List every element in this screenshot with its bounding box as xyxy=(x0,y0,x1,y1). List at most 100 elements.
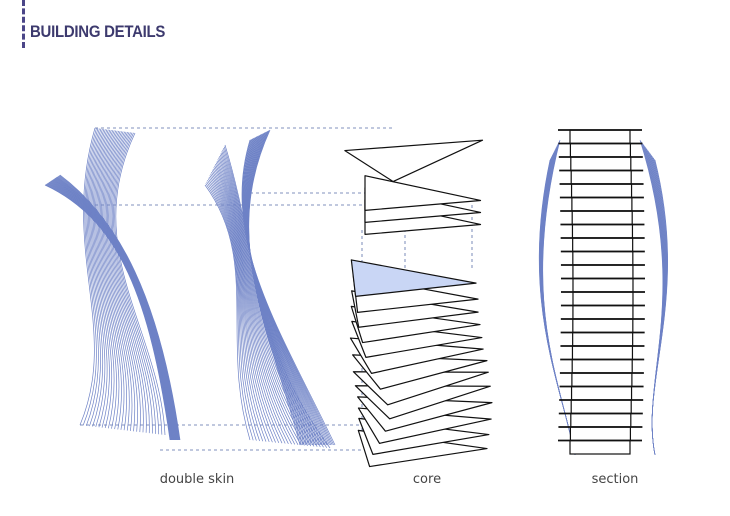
skin-curve xyxy=(105,131,141,433)
skin-curve xyxy=(222,149,321,448)
skin-curve xyxy=(111,132,156,434)
section-floor xyxy=(571,196,633,212)
section-floor xyxy=(572,318,634,334)
skin-curve xyxy=(107,131,144,433)
skin-curve xyxy=(223,146,328,448)
skin-curve xyxy=(217,159,302,446)
skin-curve xyxy=(79,127,96,426)
inner-skin-drawing xyxy=(204,129,336,449)
section-floor xyxy=(571,372,633,388)
section-floor xyxy=(571,345,634,361)
section-floor xyxy=(570,156,632,172)
skin-curve xyxy=(104,131,138,432)
skin-curve xyxy=(206,181,257,441)
floor-plate xyxy=(364,175,482,211)
section-floor xyxy=(572,264,634,280)
section-floor xyxy=(572,304,634,320)
skin-curve xyxy=(99,130,128,431)
skin-curve xyxy=(224,144,331,449)
skin-curve xyxy=(223,148,324,448)
section-floor xyxy=(572,291,634,307)
skin-curve xyxy=(207,178,264,442)
label-double-skin: double skin xyxy=(159,472,235,487)
skin-curve xyxy=(85,128,99,426)
outer-skin-drawing xyxy=(44,127,181,441)
skin-curve xyxy=(214,165,289,445)
skin-curve xyxy=(55,177,178,441)
skin-curve xyxy=(210,173,273,443)
skin-curve xyxy=(221,151,318,447)
title-accent-bar xyxy=(22,0,29,48)
section-floor xyxy=(570,169,632,185)
skin-curve xyxy=(82,128,97,426)
page-title: BUILDING DETAILS xyxy=(30,22,166,41)
skin-curve xyxy=(49,181,174,441)
skin-curve xyxy=(207,180,260,442)
skin-curve xyxy=(115,132,166,436)
skin-curve xyxy=(211,170,280,444)
skin-curve xyxy=(218,157,305,446)
section-floor xyxy=(569,129,631,145)
section-floor xyxy=(572,250,634,266)
section-drawing xyxy=(538,129,669,456)
skin-curve xyxy=(101,130,130,431)
skin-curve xyxy=(241,139,336,446)
skin-curve xyxy=(209,175,270,443)
section-floor xyxy=(570,385,633,401)
section-floor xyxy=(570,183,633,199)
label-core: core xyxy=(412,472,442,487)
skin-curve xyxy=(216,160,299,445)
skin-curve xyxy=(212,168,283,444)
skin-curve xyxy=(213,167,286,444)
skin-curve xyxy=(103,131,136,432)
skin-curve xyxy=(48,182,173,441)
skin-curve xyxy=(208,176,267,442)
label-section: section xyxy=(591,472,639,487)
section-floor xyxy=(569,439,631,455)
section-floor xyxy=(572,237,634,253)
floor-plate xyxy=(344,139,484,183)
skin-curve xyxy=(86,128,101,427)
section-floor xyxy=(570,399,632,415)
section-floor xyxy=(569,142,632,158)
section-floor xyxy=(571,358,633,374)
skin-curve xyxy=(205,183,254,441)
skin-curve xyxy=(56,176,179,441)
skin-curve xyxy=(102,130,133,431)
core-drawing xyxy=(344,139,493,468)
section-floor xyxy=(571,223,634,239)
skin-curve xyxy=(98,130,125,430)
skin-curve xyxy=(57,176,179,441)
skin-curve xyxy=(89,128,106,427)
skin-curve xyxy=(93,129,115,429)
skin-curve xyxy=(211,172,276,443)
floor-plate xyxy=(350,259,477,297)
skin-curve xyxy=(219,154,312,447)
skin-curve xyxy=(58,175,180,441)
skin-curve xyxy=(215,162,296,445)
skin-curve xyxy=(97,130,122,430)
skin-curve xyxy=(95,129,117,429)
skin-curve xyxy=(108,131,147,433)
section-floor xyxy=(569,426,632,442)
skin-curve xyxy=(109,131,150,434)
skin-curve xyxy=(91,129,110,428)
skin-curve xyxy=(87,128,104,427)
skin-curve xyxy=(215,164,292,445)
skin-curve xyxy=(204,184,251,441)
skin-curve xyxy=(92,129,113,429)
section-floor xyxy=(570,412,632,428)
section-floor xyxy=(572,277,634,293)
section-skin-curve xyxy=(651,159,669,456)
skin-curve xyxy=(90,129,108,428)
section-skin-curve xyxy=(538,159,576,456)
section-floor xyxy=(571,210,633,226)
skin-curve xyxy=(113,132,160,435)
skin-curve xyxy=(220,152,315,447)
skin-curve xyxy=(96,129,120,430)
section-floor xyxy=(572,331,634,347)
skin-curve xyxy=(59,174,181,441)
skin-curve xyxy=(114,132,163,435)
skin-curve xyxy=(110,132,153,434)
